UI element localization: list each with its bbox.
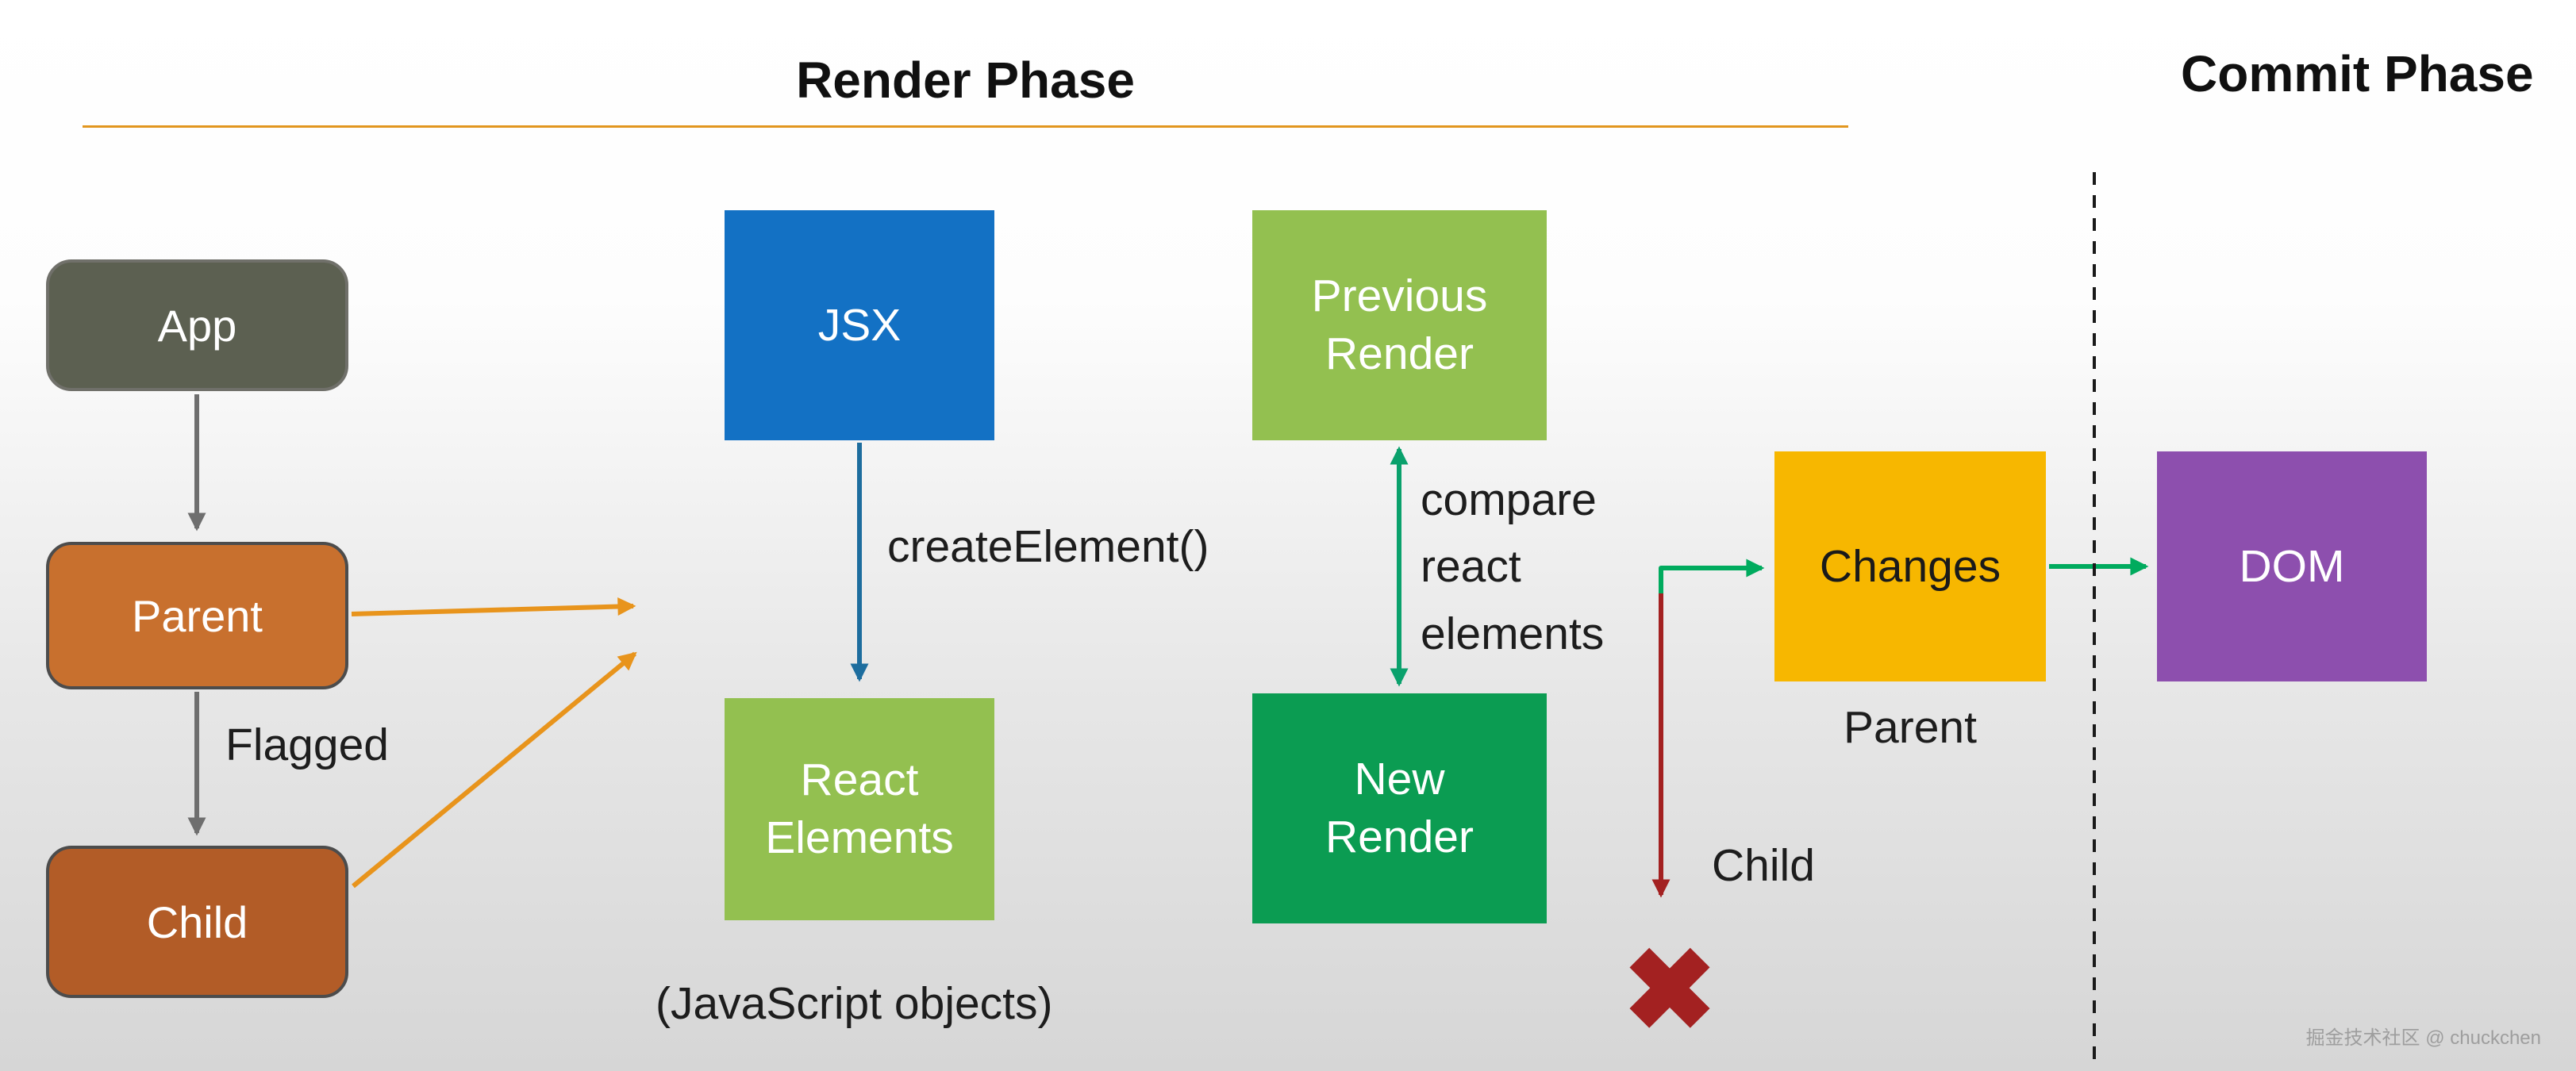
x-mark-icon: ✖ xyxy=(1622,927,1717,1054)
changes-parent-caption: Parent xyxy=(1844,702,1977,753)
node-react-elements: React Elements xyxy=(725,698,994,920)
node-previous-render: Previous Render xyxy=(1252,210,1547,440)
node-jsx: JSX xyxy=(725,210,994,440)
javascript-objects-note: (JavaScript objects) xyxy=(656,978,1053,1029)
node-dom: DOM xyxy=(2157,451,2427,681)
node-child: Child xyxy=(46,846,348,998)
node-new-render: New Render xyxy=(1252,693,1547,923)
discarded-child-label: Child xyxy=(1712,840,1815,891)
node-changes: Changes xyxy=(1774,451,2046,681)
render-phase-underline xyxy=(83,125,1848,128)
compare-label: compare react elements xyxy=(1421,474,1605,659)
node-parent: Parent xyxy=(46,542,348,689)
commit-phase-title: Commit Phase xyxy=(2181,45,2534,102)
create-element-label: createElement() xyxy=(887,521,1209,572)
flagged-label: Flagged xyxy=(225,720,389,770)
arrow-child-flagged xyxy=(352,651,637,889)
watermark: 掘金技术社区 @ chuckchen xyxy=(2305,1027,2541,1049)
arrow-to-changes xyxy=(1659,559,1765,593)
arrow-parent-flagged xyxy=(351,597,636,616)
render-phase-title: Render Phase xyxy=(796,52,1135,109)
node-app: App xyxy=(46,259,348,391)
